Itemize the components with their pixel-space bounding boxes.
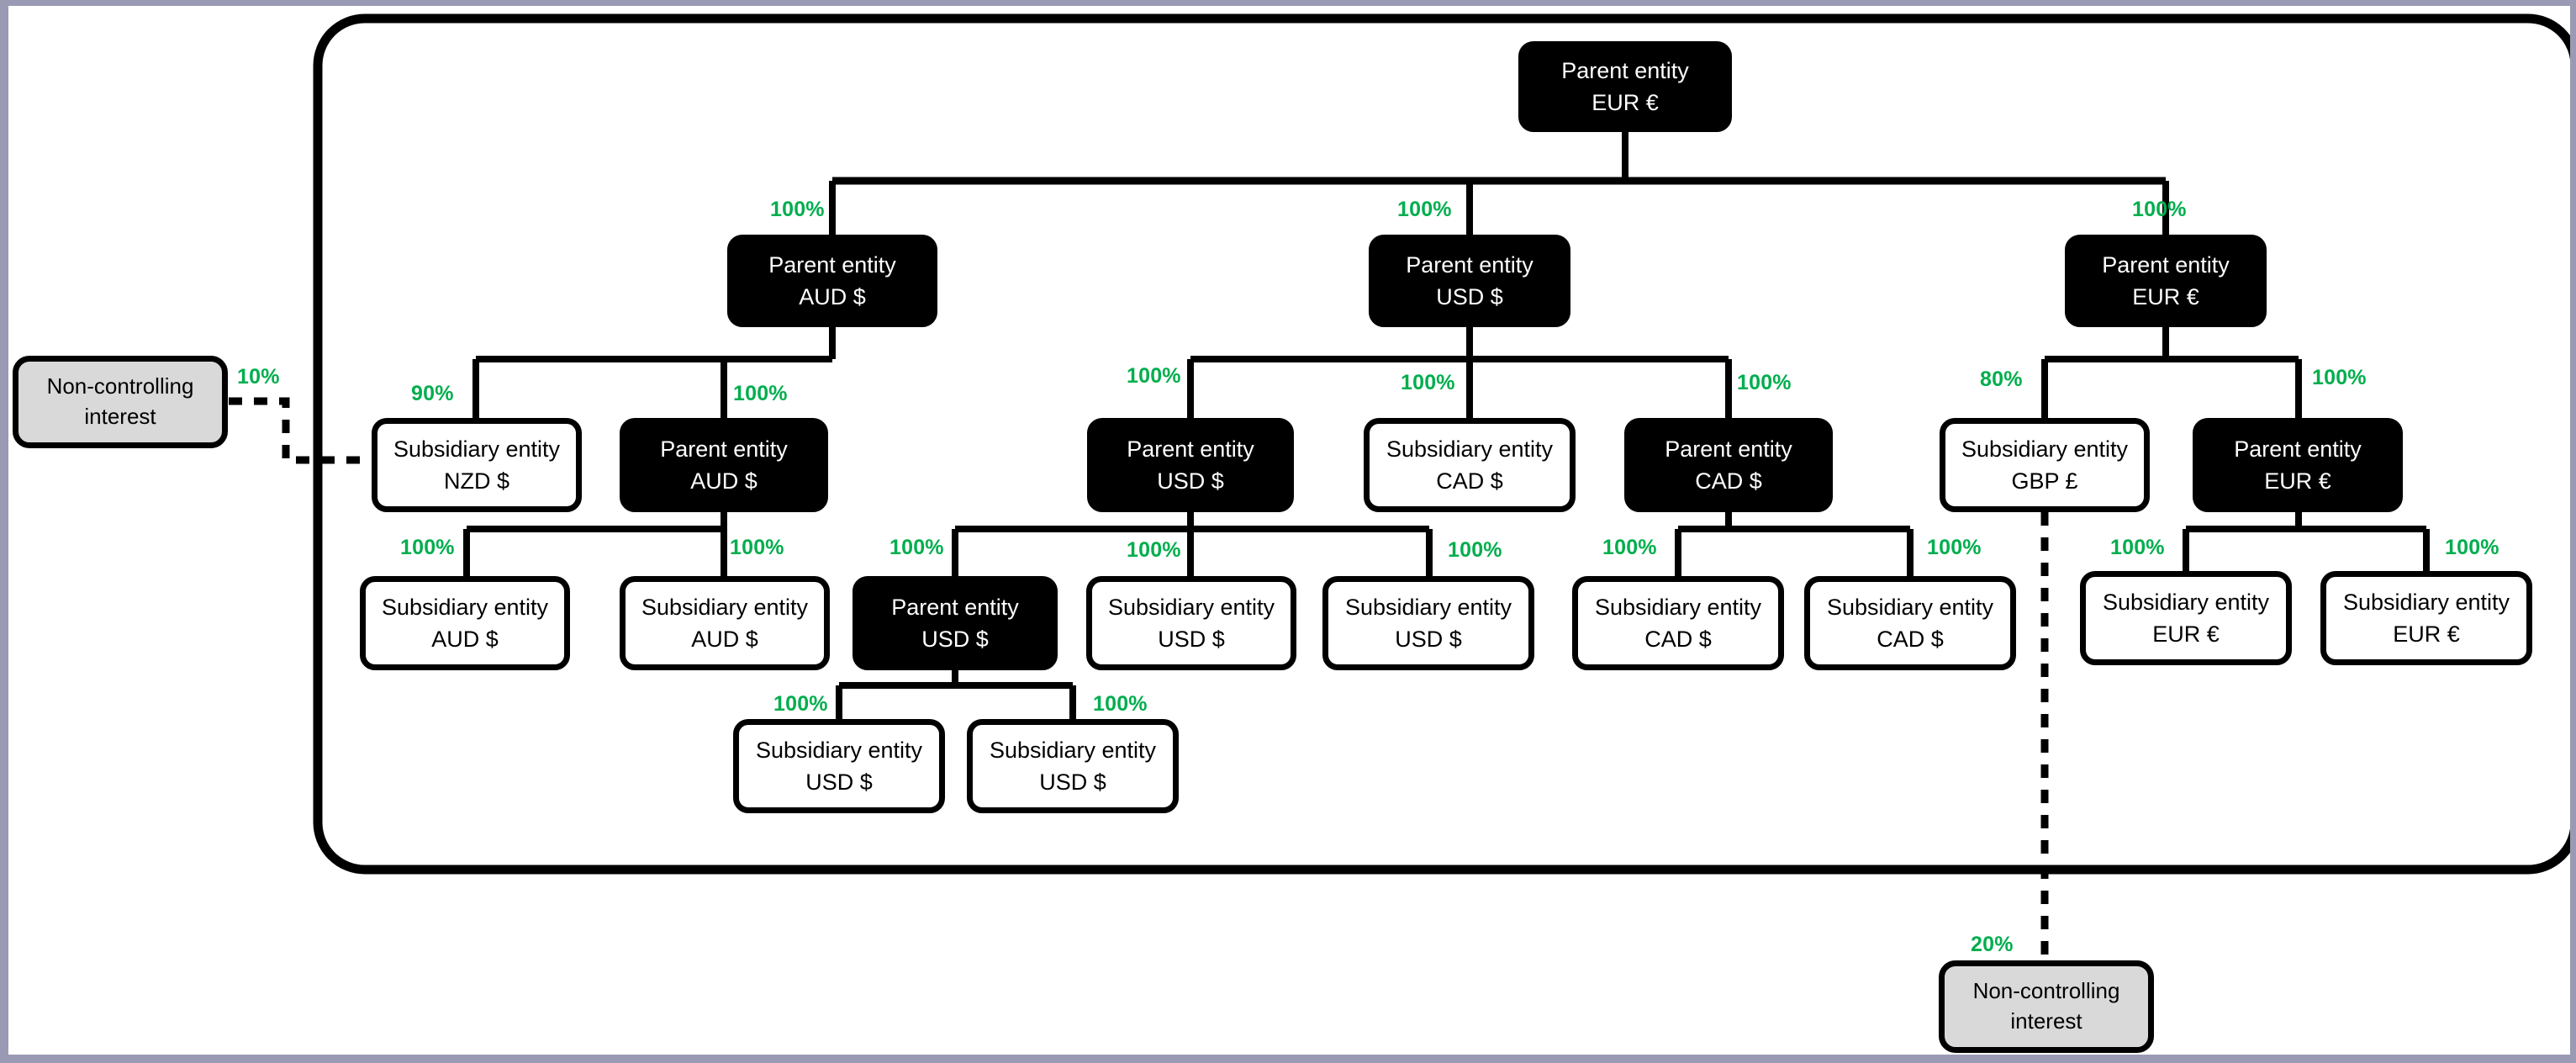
node-cad-subsidiary-1[interactable]: Subsidiary entity CAD $	[1572, 576, 1784, 670]
node-eur-parent-level2[interactable]: Parent entity EUR €	[2193, 418, 2403, 512]
node-role: Subsidiary entity	[1344, 594, 1512, 620]
pct-root-to-aud: 100%	[770, 198, 825, 221]
node-currency: USD $	[1436, 284, 1503, 309]
node-usd-subsidiary-4[interactable]: Subsidiary entity USD $	[967, 719, 1179, 813]
node-aud-subsidiary-2[interactable]: Subsidiary entity AUD $	[620, 576, 830, 670]
node-usd-parent-level2[interactable]: Parent entity USD $	[1087, 418, 1294, 512]
nci-label-line2: interest	[84, 404, 156, 429]
node-currency: USD $	[1157, 468, 1224, 494]
node-aud-parent-level2[interactable]: Parent entity AUD $	[620, 418, 828, 512]
pct-aud-to-nzd: 90%	[411, 382, 454, 405]
pct-root-to-eur: 100%	[2132, 198, 2187, 221]
pct-eur-to-eur-parent: 100%	[2312, 366, 2367, 389]
pct-aud-to-aud-parent: 100%	[733, 382, 788, 405]
node-currency: CAD $	[1436, 468, 1503, 494]
node-role: Subsidiary entity	[1107, 594, 1275, 620]
node-role: Subsidiary entity	[641, 594, 809, 620]
pct-eur-parent-to-sub1: 100%	[2110, 536, 2165, 559]
diagram-canvas: Parent entity EUR € Parent entity AUD $ …	[8, 6, 2570, 1055]
node-currency: USD $	[1039, 769, 1106, 795]
node-gbp-subsidiary[interactable]: Subsidiary entity GBP £	[1940, 418, 2150, 512]
pct-usd-parent3-to-sub4: 100%	[1093, 692, 1148, 716]
node-role: Parent entity	[1665, 436, 1792, 462]
node-currency: EUR €	[2393, 621, 2460, 647]
pct-usd-parent-to-sub1: 100%	[1127, 538, 1181, 562]
node-cad-subsidiary-level2[interactable]: Subsidiary entity CAD $	[1364, 418, 1576, 512]
node-role: Parent entity	[1561, 57, 1689, 83]
node-role: Parent entity	[1127, 436, 1254, 462]
node-role: Subsidiary entity	[2342, 589, 2510, 615]
node-role: Subsidiary entity	[2102, 589, 2270, 615]
pct-gbp-to-nci-bottom: 20%	[1971, 933, 2014, 956]
pct-eur-parent-to-sub2: 100%	[2445, 536, 2499, 559]
node-eur-subsidiary-1[interactable]: Subsidiary entity EUR €	[2080, 571, 2292, 665]
pct-aud-parent-to-sub2: 100%	[730, 536, 784, 559]
node-aud-parent-level1[interactable]: Parent entity AUD $	[727, 235, 937, 327]
node-usd-subsidiary-2[interactable]: Subsidiary entity USD $	[1322, 576, 1534, 670]
pct-cad-parent-to-sub2: 100%	[1927, 536, 1982, 559]
node-nzd-subsidiary[interactable]: Subsidiary entity NZD $	[372, 418, 582, 512]
node-currency: USD $	[805, 769, 873, 795]
pct-usd-parent-to-usd-parent3: 100%	[889, 536, 944, 559]
pct-eur-to-gbp: 80%	[1980, 368, 2023, 391]
node-usd-parent-level1[interactable]: Parent entity USD $	[1369, 235, 1570, 327]
node-role: Parent entity	[768, 251, 896, 278]
node-currency: CAD $	[1695, 468, 1762, 494]
node-usd-subsidiary-3[interactable]: Subsidiary entity USD $	[733, 719, 945, 813]
node-currency: CAD $	[1644, 627, 1712, 652]
node-currency: AUD $	[691, 627, 758, 652]
pct-usd-to-cad-subsidiary: 100%	[1401, 371, 1455, 394]
pct-usd-to-cad-parent: 100%	[1737, 371, 1792, 394]
nci-label-line1: Non-controlling	[46, 373, 194, 399]
pct-usd-to-usd-parent: 100%	[1127, 364, 1181, 388]
node-currency: EUR €	[2264, 468, 2331, 494]
node-usd-subsidiary-1[interactable]: Subsidiary entity USD $	[1086, 576, 1296, 670]
node-currency: AUD $	[431, 627, 499, 652]
node-root-parent-eur[interactable]: Parent entity EUR €	[1518, 41, 1732, 132]
nci-label-line1: Non-controlling	[1972, 978, 2120, 1004]
nci-label-line2: interest	[2010, 1008, 2082, 1034]
pct-usd-parent3-to-sub3: 100%	[773, 692, 828, 716]
node-role: Subsidiary entity	[989, 737, 1157, 763]
node-currency: USD $	[1158, 627, 1225, 652]
node-usd-parent-level3[interactable]: Parent entity USD $	[853, 576, 1058, 670]
node-non-controlling-interest-left[interactable]: Non-controlling interest	[13, 356, 228, 448]
node-role: Parent entity	[660, 436, 788, 462]
node-non-controlling-interest-bottom[interactable]: Non-controlling interest	[1939, 960, 2154, 1053]
node-cad-subsidiary-2[interactable]: Subsidiary entity CAD $	[1804, 576, 2016, 670]
node-currency: AUD $	[799, 284, 866, 309]
node-role: Subsidiary entity	[1826, 594, 1994, 620]
pct-aud-parent-to-sub1: 100%	[400, 536, 455, 559]
node-currency: GBP £	[2011, 468, 2078, 494]
node-role: Subsidiary entity	[1386, 436, 1554, 462]
node-currency: EUR €	[2152, 621, 2220, 647]
node-role: Subsidiary entity	[381, 594, 549, 620]
pct-nzd-to-nci-left: 10%	[237, 365, 280, 389]
node-role: Subsidiary entity	[755, 737, 923, 763]
node-role: Parent entity	[2102, 251, 2230, 278]
node-currency: AUD $	[690, 468, 757, 494]
node-role: Subsidiary entity	[393, 436, 561, 462]
node-role: Parent entity	[2234, 436, 2362, 462]
node-role: Parent entity	[1406, 251, 1533, 278]
node-cad-parent-level2[interactable]: Parent entity CAD $	[1624, 418, 1833, 512]
pct-cad-parent-to-sub1: 100%	[1602, 536, 1657, 559]
node-role: Parent entity	[891, 594, 1019, 620]
node-aud-subsidiary-1[interactable]: Subsidiary entity AUD $	[360, 576, 570, 670]
node-currency: EUR €	[1592, 90, 1659, 115]
node-currency: USD $	[921, 627, 989, 652]
pct-root-to-usd: 100%	[1397, 198, 1452, 221]
node-role: Subsidiary entity	[1961, 436, 2129, 462]
node-eur-parent-level1[interactable]: Parent entity EUR €	[2065, 235, 2267, 327]
node-currency: EUR €	[2132, 284, 2199, 309]
node-currency: CAD $	[1877, 627, 1944, 652]
node-role: Subsidiary entity	[1594, 594, 1762, 620]
connector-lines	[229, 13, 2570, 960]
pct-usd-parent-to-sub2: 100%	[1448, 538, 1502, 562]
node-currency: NZD $	[443, 468, 509, 494]
node-currency: USD $	[1395, 627, 1462, 652]
node-eur-subsidiary-2[interactable]: Subsidiary entity EUR €	[2320, 571, 2532, 665]
